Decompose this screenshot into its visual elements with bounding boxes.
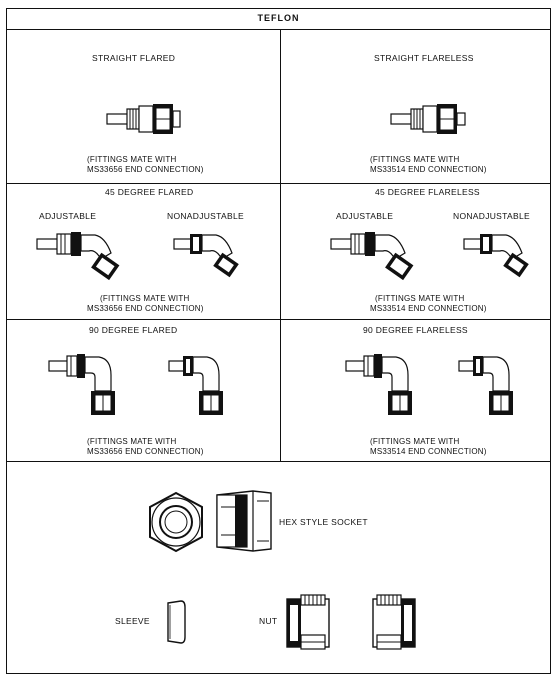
deg90-flared-adjustable-fitting-icon: [48, 354, 115, 415]
deg90-flareless-heading: 90 DEGREE FLARELESS: [363, 325, 468, 335]
deg45-flared-heading: 45 DEGREE FLARED: [105, 187, 194, 197]
row-divider-2: [7, 319, 550, 320]
deg45-flareless-nonadjustable-label: NONADJUSTABLE: [453, 211, 530, 221]
deg45-flared-note-line1: (FITTINGS MATE WITH: [100, 294, 190, 303]
deg90-flared-nonadjustable-fitting-icon: [168, 356, 223, 415]
row-divider-1: [7, 183, 550, 184]
deg90-flared-note-line2: MS33656 END CONNECTION): [87, 447, 204, 456]
deg90-flareless-adjustable-fitting-icon: [345, 354, 412, 415]
straight-flareless-note-line2: MS33514 END CONNECTION): [370, 165, 487, 174]
straight-flared-note-line1: (FITTINGS MATE WITH: [87, 155, 177, 164]
deg45-flareless-note-line1: (FITTINGS MATE WITH: [375, 294, 465, 303]
straight-flareless-fitting-icon: [390, 104, 466, 134]
straight-flared-fitting-icon: [106, 104, 181, 134]
deg45-flared-nonadjustable-fitting-icon: [173, 234, 239, 278]
straight-flareless-heading: STRAIGHT FLARELESS: [374, 53, 474, 63]
straight-flared-heading: STRAIGHT FLARED: [92, 53, 176, 63]
nut-label: NUT: [259, 616, 278, 626]
straight-flareless-note-line1: (FITTINGS MATE WITH: [370, 155, 460, 164]
deg90-flared-heading: 90 DEGREE FLARED: [89, 325, 178, 335]
hex-style-socket-side-view-icon: [216, 490, 272, 552]
deg45-flared-adjustable-fitting-icon: [36, 232, 120, 281]
deg45-flareless-heading: 45 DEGREE FLARELESS: [375, 187, 480, 197]
deg90-flareless-note-line2: MS33514 END CONNECTION): [370, 447, 487, 456]
deg45-flared-adjustable-label: ADJUSTABLE: [39, 211, 97, 221]
deg90-flareless-note-line1: (FITTINGS MATE WITH: [370, 437, 460, 446]
straight-flared-note-line2: MS33656 END CONNECTION): [87, 165, 204, 174]
title-divider: [7, 29, 550, 30]
deg45-flareless-nonadjustable-fitting-icon: [463, 234, 529, 278]
deg45-flared-nonadjustable-label: NONADJUSTABLE: [167, 211, 244, 221]
column-divider: [280, 29, 281, 461]
deg45-flareless-note-line2: MS33514 END CONNECTION): [370, 304, 487, 313]
deg45-flared-note-line2: MS33656 END CONNECTION): [87, 304, 204, 313]
row-divider-3: [7, 461, 550, 462]
sleeve-icon: [167, 600, 186, 644]
deg45-flareless-adjustable-fitting-icon: [330, 232, 414, 281]
deg90-flared-note-line1: (FITTINGS MATE WITH: [87, 437, 177, 446]
nut-adjustable-cross-section-icon: [286, 594, 330, 650]
deg90-flareless-nonadjustable-fitting-icon: [458, 356, 513, 415]
hex-nut-end-view-icon: [149, 491, 203, 553]
hex-style-socket-label: HEX STYLE SOCKET: [279, 517, 368, 527]
chart-title: TEFLON: [257, 13, 300, 23]
nut-nonadjustable-cross-section-icon: [372, 594, 416, 650]
sleeve-label: SLEEVE: [115, 616, 150, 626]
teflon-fittings-chart: TEFLON STRAIGHT FLARED (FITTINGS MATE WI…: [6, 8, 551, 674]
deg45-flareless-adjustable-label: ADJUSTABLE: [336, 211, 394, 221]
